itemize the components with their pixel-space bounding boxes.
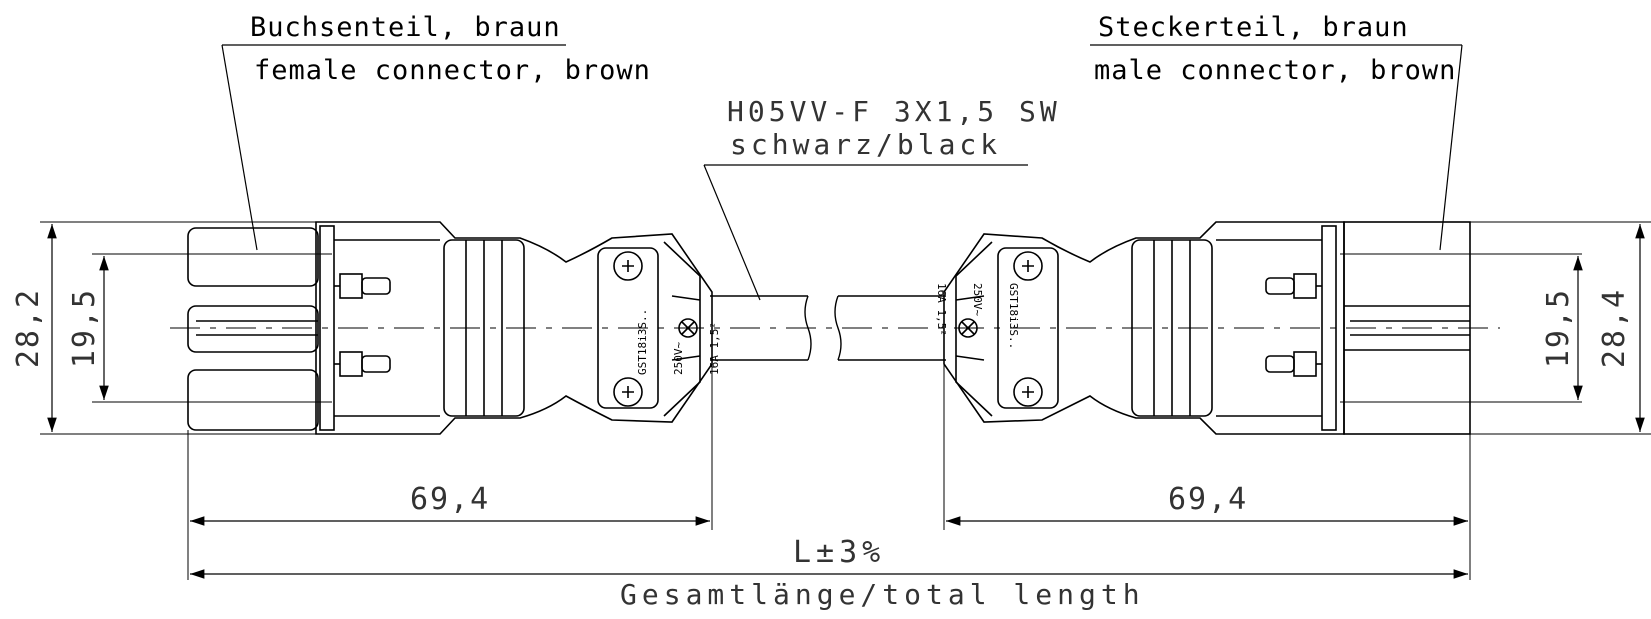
right-plate-line-3: 16A 1,5² [935,283,948,336]
left-plate-line-2: 250V~ [672,341,685,375]
male-leader [1439,44,1463,251]
dim-left-inner-label: 19,5 [67,287,102,369]
dim-total-length-label: L±3% [793,535,886,570]
dim-left-outer-label: 28,2 [11,287,46,369]
female-label-de: Buchsenteil, braun [250,12,561,43]
dim-right-outer-label: 28,4 [1597,287,1632,369]
female-label-en: female connector, brown [254,55,651,86]
dim-left-length-label: 69,4 [410,482,491,517]
female-leader [221,44,258,251]
cable-leader [703,164,761,301]
total-length-caption: Gesamtlänge/total length [620,578,1145,611]
cable [710,295,946,361]
right-plate-line-2: 250V~ [971,283,984,317]
dim-right-length-label: 69,4 [1168,482,1249,517]
right-plate-text: GST18i3S.. 250V~ 16A 1,5² [935,283,1043,375]
cable-color-label: schwarz/black [730,128,1002,161]
extension-lines [40,221,1651,580]
left-plate-line-1: GST18i3S.. [636,308,649,375]
left-plate-line-3: 16A 1,5² [708,322,721,375]
dimension-lines [47,224,1645,579]
left-plate-text: GST18i3S.. 250V~ 16A 1,5² [613,283,721,375]
female-connector [187,221,713,435]
label-leaders [221,44,1463,301]
cable-type-label: H05VV-F 3X1,5 SW [727,95,1061,128]
dim-right-inner-label: 19,5 [1541,287,1576,369]
right-plate-line-1: GST18i3S.. [1007,283,1020,350]
male-label-en: male connector, brown [1094,55,1457,86]
male-label-de: Steckerteil, braun [1098,12,1409,43]
